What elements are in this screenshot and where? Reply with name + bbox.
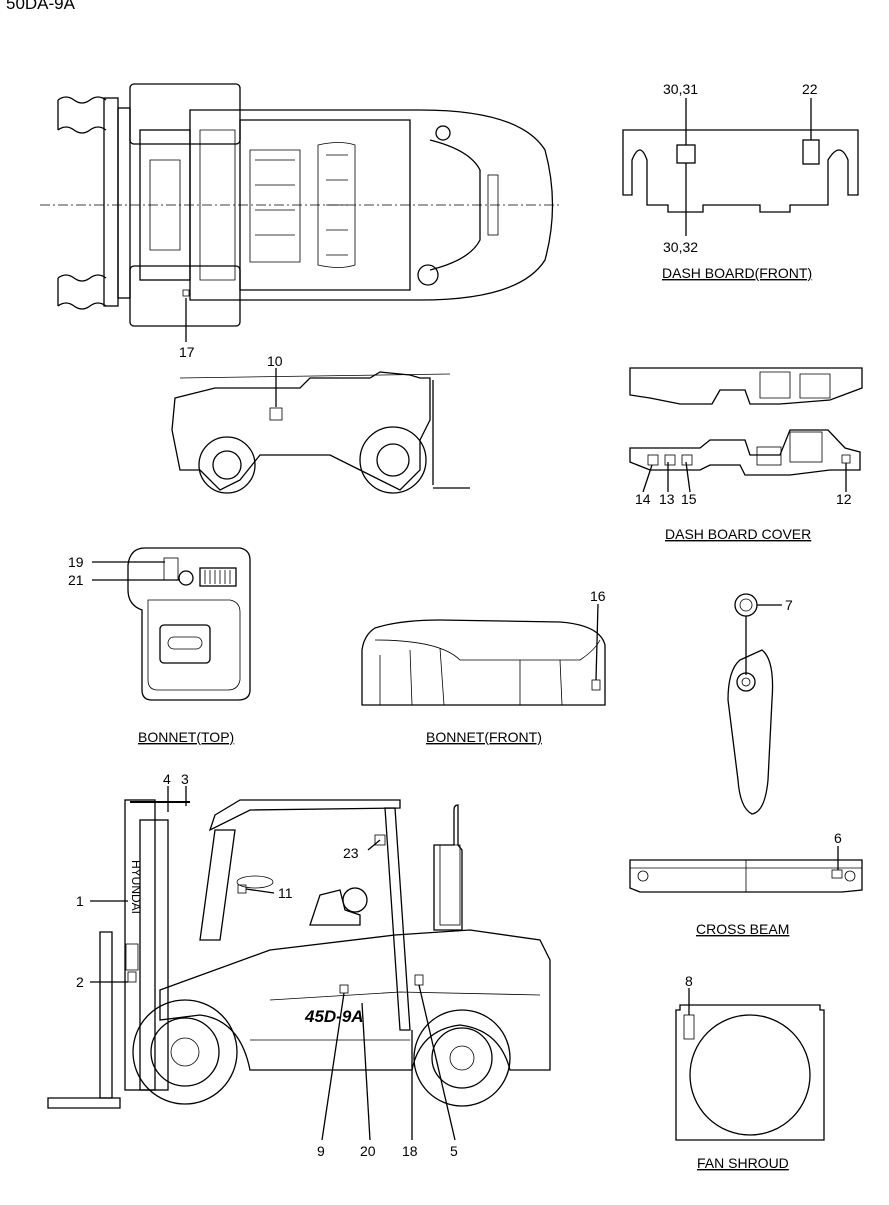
callout-2: 2 [76, 974, 84, 990]
top-view: 17 [40, 83, 560, 360]
callout-23: 23 [343, 845, 359, 861]
caption-dash-board-cover: DASH BOARD COVER [665, 526, 811, 542]
callout-11: 11 [278, 885, 293, 901]
callout-30-32: 30,32 [663, 239, 698, 255]
mast-brand-text: HYUNDAI [129, 860, 143, 914]
callout-30-31: 30,31 [663, 81, 698, 97]
caption-fan-shroud: FAN SHROUD [697, 1155, 789, 1171]
callout-17: 17 [179, 344, 195, 360]
caption-bonnet-top: BONNET(TOP) [138, 729, 234, 745]
callout-4: 4 [163, 771, 171, 787]
callout-12: 12 [836, 491, 852, 507]
callout-18: 18 [402, 1143, 418, 1159]
callout-7: 7 [785, 597, 793, 613]
cross-beam: 6 CROSS BEAM [629, 830, 863, 937]
bonnet-top: 19 21 BONNET(TOP) [68, 547, 251, 745]
callout-16: 16 [590, 588, 606, 604]
callout-21: 21 [68, 572, 84, 588]
callout-15: 15 [681, 491, 697, 507]
callout-13: 13 [659, 491, 675, 507]
caption-bonnet-front: BONNET(FRONT) [426, 729, 542, 745]
forklift-side-view: HYUNDAI 45D-9A [47, 771, 551, 1159]
callout-1: 1 [76, 893, 84, 909]
dash-board-front: 30,31 22 30,32 DASH BOARD(FRONT) [622, 81, 859, 281]
side-view-small: 10 [171, 353, 470, 494]
model-decal: 45D-9A [304, 1007, 364, 1026]
callout-8: 8 [685, 973, 693, 989]
callout-3: 3 [181, 771, 189, 787]
callout-20: 20 [360, 1143, 376, 1159]
callout-5: 5 [450, 1143, 458, 1159]
callout-19: 19 [68, 554, 84, 570]
bonnet-front: 16 BONNET(FRONT) [361, 588, 606, 745]
caption-dash-board-front: DASH BOARD(FRONT) [662, 265, 812, 281]
dash-board-cover: 14 13 15 12 DASH BOARD COVER [629, 367, 863, 542]
callout-22: 22 [802, 81, 818, 97]
fan-shroud: 8 FAN SHROUD [675, 973, 825, 1171]
callout-9: 9 [317, 1143, 325, 1159]
model-title: 50DA-9A [6, 0, 76, 13]
callout-14: 14 [635, 491, 651, 507]
pillar-part: 7 [727, 593, 793, 815]
callout-6: 6 [834, 830, 842, 846]
caption-cross-beam: CROSS BEAM [696, 921, 789, 937]
callout-10: 10 [267, 353, 283, 369]
